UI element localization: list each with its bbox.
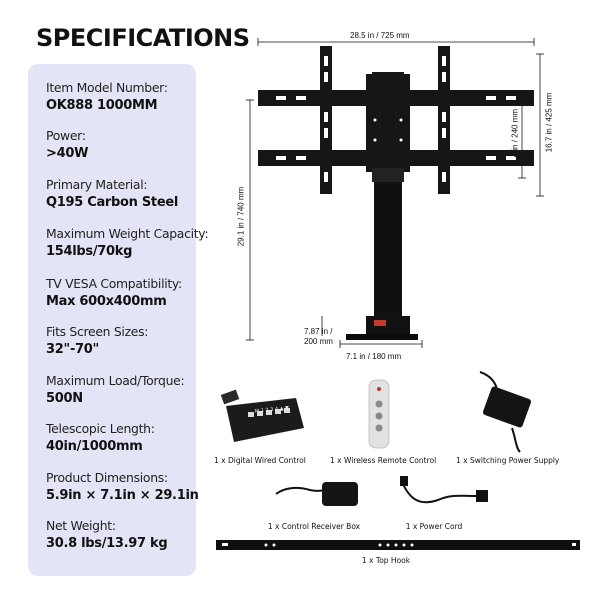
spec-load-torque: Maximum Load/Torque: 500N (46, 373, 196, 406)
wireless-remote-image (368, 379, 390, 449)
top-hook-image (216, 540, 580, 550)
spec-label: Primary Material: (46, 177, 148, 192)
spec-value: OK888 1000MM (46, 98, 158, 113)
spec-dimensions: Product Dimensions: 5.9in × 7.1in × 29.1… (46, 470, 199, 503)
spec-value: Max 600x400mm (46, 294, 167, 309)
mount-bracket (258, 46, 534, 194)
specs-panel (28, 64, 196, 576)
digital-wired-control-image (220, 389, 304, 442)
spec-label: Item Model Number: (46, 80, 168, 95)
bracket-height-label: 16.7 in / 425 mm (544, 92, 554, 153)
caption-receiver-box: 1 x Control Receiver Box (267, 522, 361, 531)
base-depth-label-in: 7.87 in / (304, 327, 333, 336)
spec-net-weight: Net Weight: 30.8 lbs/13.97 kg (46, 518, 196, 551)
spec-material: Primary Material: Q195 Carbon Steel (46, 177, 196, 210)
base-width-label: 7.1 in / 180 mm (346, 352, 402, 361)
caption-power-cord: 1 x Power Cord (405, 522, 463, 531)
power-cord-image (400, 476, 488, 504)
spec-screen-sizes: Fits Screen Sizes: 32"-70" (46, 324, 196, 357)
page-title: SPECIFICATIONS (36, 24, 250, 52)
spec-value: 154lbs/70kg (46, 244, 133, 259)
lift-column (346, 168, 418, 340)
spec-label: TV VESA Compatibility: (46, 276, 182, 291)
spec-value: 30.8 lbs/13.97 kg (46, 536, 168, 551)
caption-power-supply: 1 x Switching Power Supply (456, 456, 560, 465)
spec-label: Net Weight: (46, 518, 116, 533)
spec-model: Item Model Number: OK888 1000MM (46, 80, 196, 113)
spec-label: Telescopic Length: (46, 421, 155, 436)
caption-digital-control: 1 x Digital Wired Control (214, 456, 306, 465)
caption-top-hook: 1 x Top Hook (361, 556, 411, 565)
spec-label: Maximum Weight Capacity: (46, 226, 209, 241)
spec-value: 5.9in × 7.1in × 29.1in (46, 488, 199, 503)
width-dimension-label: 28.5 in / 725 mm (350, 31, 410, 40)
spec-label: Fits Screen Sizes: (46, 324, 149, 339)
caption-remote: 1 x Wireless Remote Control (330, 456, 437, 465)
spec-weight-capacity: Maximum Weight Capacity: 154lbs/70kg (46, 226, 209, 259)
spec-value: 500N (46, 391, 83, 406)
mount-height-label: 9.4 in / 240 mm (510, 108, 520, 165)
spec-value: 40in/1000mm (46, 439, 143, 454)
spec-vesa: TV VESA Compatibility: Max 600x400mm (46, 276, 196, 309)
spec-value: Q195 Carbon Steel (46, 195, 179, 210)
bracket-holes (276, 56, 516, 182)
base-depth-label-mm: 200 mm (304, 337, 333, 346)
spec-telescopic: Telescopic Length: 40in/1000mm (46, 421, 196, 454)
spec-label: Maximum Load/Torque: (46, 373, 185, 388)
spec-value: 32"-70" (46, 342, 100, 357)
power-supply-image (479, 371, 532, 453)
receiver-box-image (275, 482, 358, 506)
spec-value: >40W (46, 146, 89, 161)
spec-label: Power: (46, 128, 86, 143)
spec-label: Product Dimensions: (46, 470, 168, 485)
height-dimension-label: 29.1 in / 740 mm (236, 186, 246, 247)
spec-power: Power: >40W (46, 128, 196, 161)
